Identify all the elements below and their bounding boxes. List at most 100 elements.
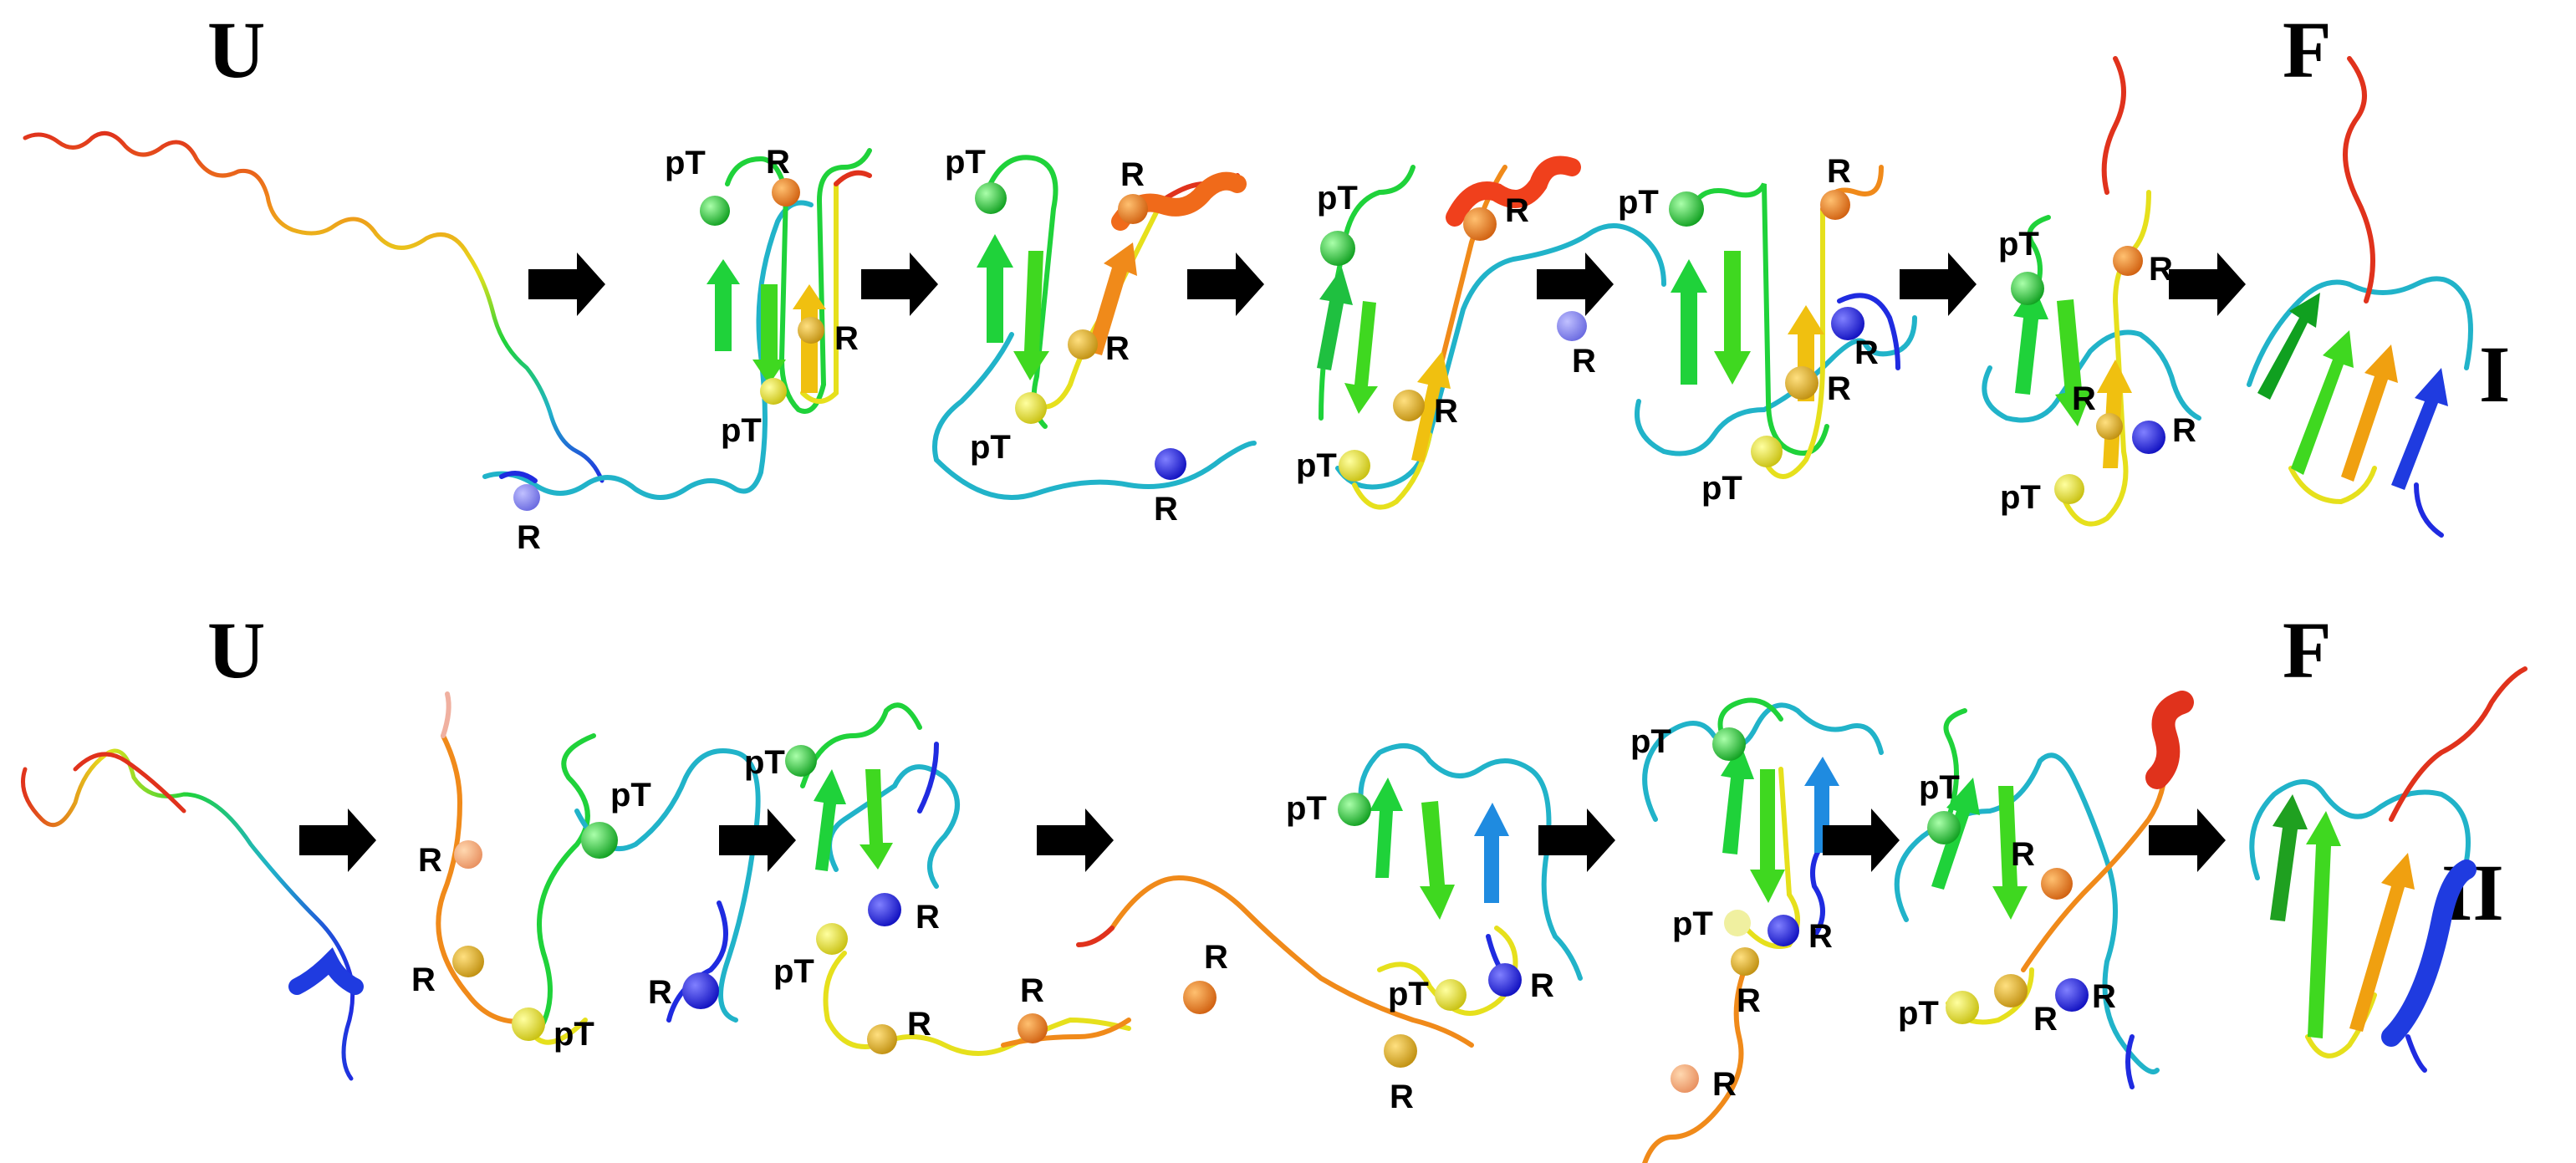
arginine-label: R xyxy=(648,974,672,1011)
phospho-threonine-sphere xyxy=(700,196,730,226)
arginine-label: R xyxy=(1737,982,1761,1019)
intermediate-structure xyxy=(1317,156,1666,510)
phospho-threonine-label: pT xyxy=(610,777,651,814)
phospho-threonine-sphere xyxy=(1712,727,1746,761)
unfolded-state-label: U xyxy=(207,5,265,94)
phospho-threonine-label: pT xyxy=(744,744,785,781)
phospho-threonine-label: pT xyxy=(1998,226,2039,263)
arginine-label: R xyxy=(1530,967,1554,1004)
arginine-sphere xyxy=(772,178,800,207)
intermediate-structure xyxy=(436,691,761,1045)
arginine-sphere xyxy=(2113,246,2143,276)
transition-arrow xyxy=(1537,252,1614,316)
arginine-sphere xyxy=(1068,329,1098,360)
arginine-label: R xyxy=(2149,251,2173,288)
intermediate-structure xyxy=(1642,697,1884,1163)
arginine-label: R xyxy=(1434,393,1458,430)
transition-arrow xyxy=(719,808,796,872)
arginine-label: R xyxy=(1105,330,1130,367)
phospho-threonine-sphere xyxy=(1669,191,1704,227)
arginine-sphere xyxy=(1820,190,1850,220)
arginine-sphere xyxy=(1767,915,1799,946)
arginine-label: R xyxy=(2092,978,2116,1015)
phospho-threonine-label: pT xyxy=(1286,790,1327,827)
arginine-sphere xyxy=(868,893,901,926)
intermediate-structure xyxy=(1076,743,1583,1048)
residue-markers xyxy=(452,727,2089,1093)
pathway-label: I xyxy=(2479,329,2510,419)
arginine-sphere xyxy=(513,484,540,511)
arginine-sphere xyxy=(1384,1034,1417,1068)
folded-state-label: F xyxy=(2283,5,2332,94)
arginine-sphere xyxy=(1831,307,1864,340)
arginine-label: R xyxy=(2072,380,2096,417)
arginine-sphere xyxy=(682,972,719,1009)
arginine-label: R xyxy=(1120,156,1145,193)
folded-structure xyxy=(2249,666,2528,1073)
arginine-label: R xyxy=(834,320,859,357)
phospho-threonine-sphere xyxy=(1724,910,1751,936)
arginine-label: R xyxy=(1854,334,1879,371)
phospho-threonine-sphere xyxy=(512,1007,545,1041)
transition-arrow xyxy=(2149,808,2226,872)
folded-state-label: F xyxy=(2283,605,2332,695)
row-pathway-two: U F II xyxy=(21,605,2528,1163)
phospho-threonine-label: pT xyxy=(665,145,706,181)
arginine-sphere xyxy=(1557,311,1587,341)
phospho-threonine-label: pT xyxy=(721,412,762,449)
arginine-sphere xyxy=(454,840,482,869)
unfolded-structure xyxy=(21,748,364,1081)
residue-markers xyxy=(513,178,2165,511)
arginine-sphere xyxy=(2041,868,2073,900)
arginine-sphere xyxy=(1994,974,2028,1007)
unfolded-structure xyxy=(23,130,604,483)
phospho-threonine-sphere xyxy=(1339,450,1370,482)
arginine-label: R xyxy=(1204,939,1228,976)
arginine-sphere xyxy=(1118,194,1148,224)
phospho-threonine-label: pT xyxy=(1296,447,1337,484)
phospho-threonine-label: pT xyxy=(945,144,986,181)
transition-arrow xyxy=(861,252,938,316)
phospho-threonine-sphere xyxy=(1751,436,1783,467)
arginine-sphere xyxy=(1183,981,1217,1014)
phospho-threonine-label: pT xyxy=(1701,470,1742,507)
arginine-sphere xyxy=(452,946,484,977)
arginine-sphere xyxy=(867,1024,897,1054)
phospho-threonine-label: pT xyxy=(773,953,814,990)
phospho-threonine-label: pT xyxy=(1388,976,1429,1013)
phospho-threonine-sphere xyxy=(1927,811,1961,844)
transition-arrow xyxy=(528,252,605,316)
arginine-label: R xyxy=(418,842,442,879)
transition-arrow xyxy=(1538,808,1615,872)
arginine-label: R xyxy=(907,1006,931,1043)
phospho-threonine-label: pT xyxy=(1672,905,1713,942)
transition-arrow xyxy=(2169,252,2246,316)
arginine-sphere xyxy=(1463,207,1497,241)
arginine-sphere xyxy=(1018,1013,1048,1043)
unfolded-state-label: U xyxy=(207,605,265,695)
intermediate-structure xyxy=(1982,56,2201,527)
arginine-sphere xyxy=(1671,1064,1699,1093)
row-pathway-one: U F I xyxy=(23,5,2510,556)
transition-arrow xyxy=(1037,808,1114,872)
phospho-threonine-sphere xyxy=(2054,474,2084,504)
folded-structure xyxy=(2247,56,2473,538)
arginine-label: R xyxy=(1505,192,1529,229)
phospho-threonine-sphere xyxy=(975,182,1007,214)
transition-arrow xyxy=(1823,808,1900,872)
phospho-threonine-sphere xyxy=(581,822,618,859)
arginine-label: R xyxy=(1154,491,1178,528)
arginine-sphere xyxy=(2055,978,2089,1012)
phospho-threonine-label: pT xyxy=(1919,769,1960,806)
phospho-threonine-sphere xyxy=(816,923,848,955)
arginine-label: R xyxy=(766,144,790,181)
intermediate-structure xyxy=(1894,691,2194,1089)
arginine-label: R xyxy=(2011,836,2035,873)
residue-labels: R pT R R pT pT R pT R R pT R pT R R pT p… xyxy=(411,723,2116,1115)
phospho-threonine-sphere xyxy=(1946,991,1979,1024)
arginine-label: R xyxy=(1712,1066,1737,1103)
arginine-label: R xyxy=(1390,1079,1414,1115)
phospho-threonine-label: pT xyxy=(970,429,1011,466)
arginine-sphere xyxy=(2132,421,2165,454)
phospho-threonine-sphere xyxy=(1015,392,1047,424)
